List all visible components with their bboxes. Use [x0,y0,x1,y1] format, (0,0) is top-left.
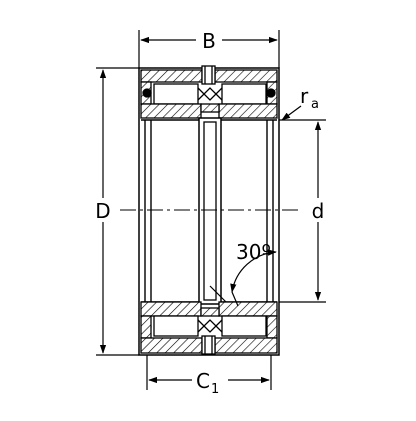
dimension-B [138,30,280,68]
roller-row-top [142,83,276,105]
inner-ring-top [140,103,278,119]
roller-row-bottom [142,315,276,337]
label-r: r [300,84,309,108]
label-D: D [95,199,110,223]
label-r-sub: a [311,97,319,112]
dimension-ra [281,105,302,121]
dimension-C1 [146,355,272,390]
outer-ring-bottom [140,315,278,355]
label-angle: 30º [236,240,271,264]
label-C: C [196,369,210,393]
label-d: d [312,199,325,223]
bore [141,117,277,305]
angle-30 [209,249,277,307]
label-B: B [202,29,216,53]
outer-ring-top [140,65,278,105]
dimension-D [96,67,139,356]
label-C-sub: 1 [211,382,219,397]
